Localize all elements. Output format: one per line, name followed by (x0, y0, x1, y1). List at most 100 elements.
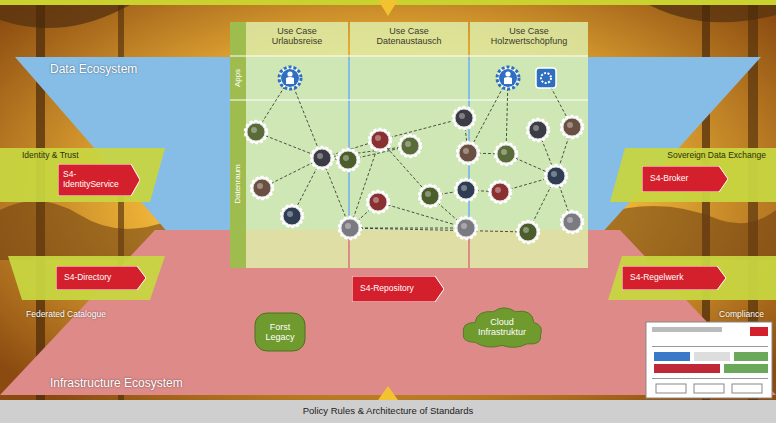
participant-icon (527, 119, 549, 141)
cog-ring (453, 107, 475, 129)
cog-highlight (343, 155, 349, 161)
node-text: Use Case Holzwertschöpfung (481, 26, 577, 47)
node-text: Policy Rules & Architecture of Standards (303, 406, 474, 417)
app-icon (536, 68, 556, 88)
cog-ring (457, 142, 479, 164)
cog-highlight (251, 127, 257, 133)
cog-highlight (425, 191, 431, 197)
service-arrow: S4-Directory (56, 266, 146, 290)
cog-ring (399, 135, 421, 157)
cog-highlight (459, 113, 465, 119)
node-text: Infrastructure Ecosystem (50, 377, 183, 391)
row-divider (246, 56, 588, 57)
arrow-shape (56, 266, 146, 290)
cog-ring (245, 121, 267, 143)
cog-ring (495, 143, 517, 165)
participant-icon (561, 211, 583, 233)
cog-ring (251, 177, 273, 199)
cog-ring (561, 116, 583, 138)
arrow-shape (58, 164, 140, 196)
legend-line (652, 327, 722, 332)
cog-highlight (375, 135, 381, 141)
node-text: Use Case Datenaustausch (369, 26, 449, 47)
cog-center (313, 149, 331, 167)
node-text: S4-Broker (650, 174, 688, 184)
node-text: S4-Regelwerk (630, 273, 683, 283)
cog-ring (367, 191, 389, 213)
cog-highlight (461, 223, 467, 229)
node-text: Data Ecosystem (50, 63, 137, 77)
participant-icon (279, 67, 301, 89)
band-shape (8, 256, 165, 300)
cog-center (497, 145, 515, 163)
participant-icon (489, 181, 511, 203)
cog-highlight (567, 217, 573, 223)
service-arrow: S4-IdentityService (58, 164, 140, 196)
cog-center (283, 207, 301, 225)
cog-center (341, 219, 359, 237)
person-body (286, 77, 294, 84)
cog-ring (489, 181, 511, 203)
legacy-blob: Forst Legacy (254, 312, 306, 352)
participant-icon (311, 147, 333, 169)
row-divider (230, 56, 246, 57)
box-shape (470, 22, 588, 268)
legend-mark (656, 384, 686, 393)
rect-outline (246, 22, 348, 268)
legend-mark (654, 352, 690, 361)
arrow-shape (642, 166, 728, 192)
participant-icon (339, 217, 361, 239)
participant-icon (536, 68, 556, 88)
participant-icon (419, 185, 441, 207)
cog-center (369, 193, 387, 211)
participant-icon (251, 177, 273, 199)
cog-highlight (317, 153, 323, 159)
legend-line (652, 346, 768, 347)
box-shape (0, 400, 776, 423)
legend-frame (646, 322, 772, 398)
row-label: Datenraum (234, 164, 242, 204)
participant-icon (457, 142, 479, 164)
participant-icon (369, 129, 391, 151)
person-icon-ring (497, 67, 519, 89)
cog-center (455, 109, 473, 127)
participant-icon (455, 217, 477, 239)
cog-center (563, 118, 581, 136)
cog-ring (517, 221, 539, 243)
cloud-shape (463, 308, 541, 348)
app-icon-gear (541, 73, 551, 83)
cog-center (547, 167, 565, 185)
cog-highlight (345, 223, 351, 229)
legend-line (652, 378, 768, 379)
row-divider (246, 100, 588, 101)
legend-mark (750, 327, 768, 336)
node-text: Forst Legacy (257, 322, 303, 343)
participant-icon (399, 135, 421, 157)
legend-mark (732, 384, 762, 393)
arrow-shape (622, 266, 726, 290)
cog-center (247, 123, 265, 141)
participant-icon (453, 107, 475, 129)
band-shape (0, 148, 165, 202)
cog-ring (369, 129, 391, 151)
blob-shape (255, 313, 305, 351)
cog-ring (419, 185, 441, 207)
cloud-shape: Cloud Infrastruktur (460, 304, 544, 350)
cog-highlight (501, 149, 507, 155)
legend-mark (654, 364, 720, 373)
cog-center (457, 181, 475, 199)
node-text: S4-IdentityService (63, 170, 129, 190)
service-panel: ComplianceS4-Regelwerk (608, 256, 776, 322)
node-text: S4-Directory (64, 273, 111, 283)
node-text: Federated Catalogue (26, 310, 106, 320)
box-shape (246, 22, 348, 268)
cog-ring (455, 217, 477, 239)
cog-highlight (405, 141, 411, 147)
node-text: Identity & Trust (22, 151, 79, 161)
node-text: S4-Repository (360, 284, 414, 294)
participant-icon (281, 205, 303, 227)
legend-mark (694, 384, 724, 393)
node-text: Cloud Infrastruktur (471, 317, 533, 338)
